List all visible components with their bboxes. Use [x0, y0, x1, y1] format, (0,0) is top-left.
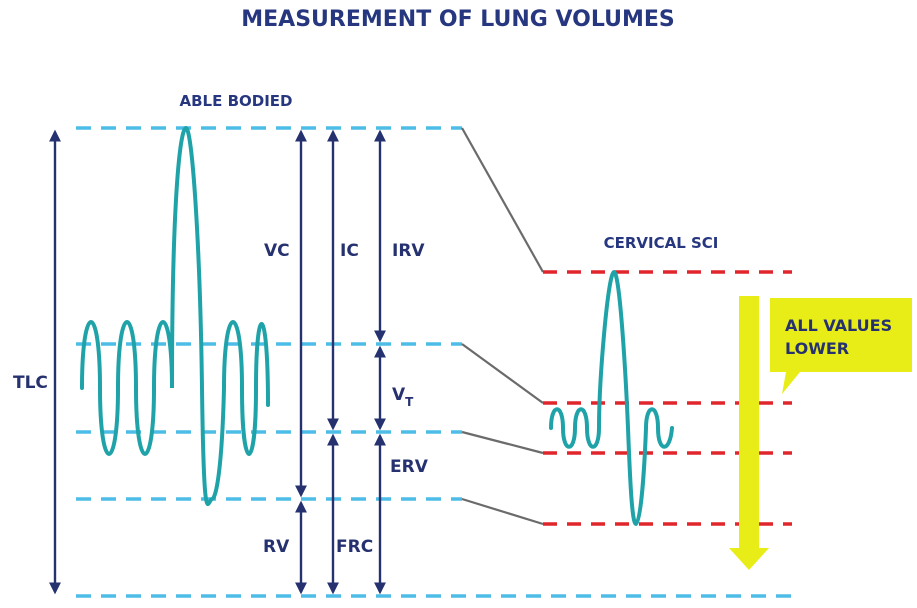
- cervical-sci-heading: CERVICAL SCI: [604, 234, 719, 252]
- connector-tlc: [461, 127, 544, 273]
- vt-label: VT: [392, 385, 414, 409]
- able-bodied-reference-lines: [76, 126, 800, 598]
- cervical-sci-spirometry-wave: [549, 269, 674, 527]
- rv-label: RV: [263, 537, 290, 557]
- vc-label: VC: [264, 241, 290, 261]
- ic-label: IC: [340, 241, 359, 261]
- cervical-sci-reference-lines: [543, 270, 792, 526]
- connector-rv: [461, 497, 544, 526]
- connector-lines: [461, 127, 544, 526]
- connector-end-inspiration: [461, 343, 544, 404]
- erv-label: ERV: [390, 457, 429, 477]
- irv-label: IRV: [392, 241, 425, 261]
- all-values-lower-callout: [770, 298, 912, 394]
- callout-text-line1: ALL VALUES: [785, 316, 892, 335]
- frc-label: FRC: [336, 537, 373, 557]
- connector-end-expiration: [461, 430, 544, 455]
- tlc-label: TLC: [13, 373, 48, 393]
- diagram-title: MEASUREMENT OF LUNG VOLUMES: [241, 7, 674, 32]
- volume-arrows: [49, 129, 386, 595]
- able-bodied-heading: ABLE BODIED: [180, 92, 293, 110]
- all-values-lower-arrow: [729, 296, 769, 570]
- callout-text-line2: LOWER: [785, 339, 849, 358]
- able-bodied-spirometry-wave: [80, 125, 270, 506]
